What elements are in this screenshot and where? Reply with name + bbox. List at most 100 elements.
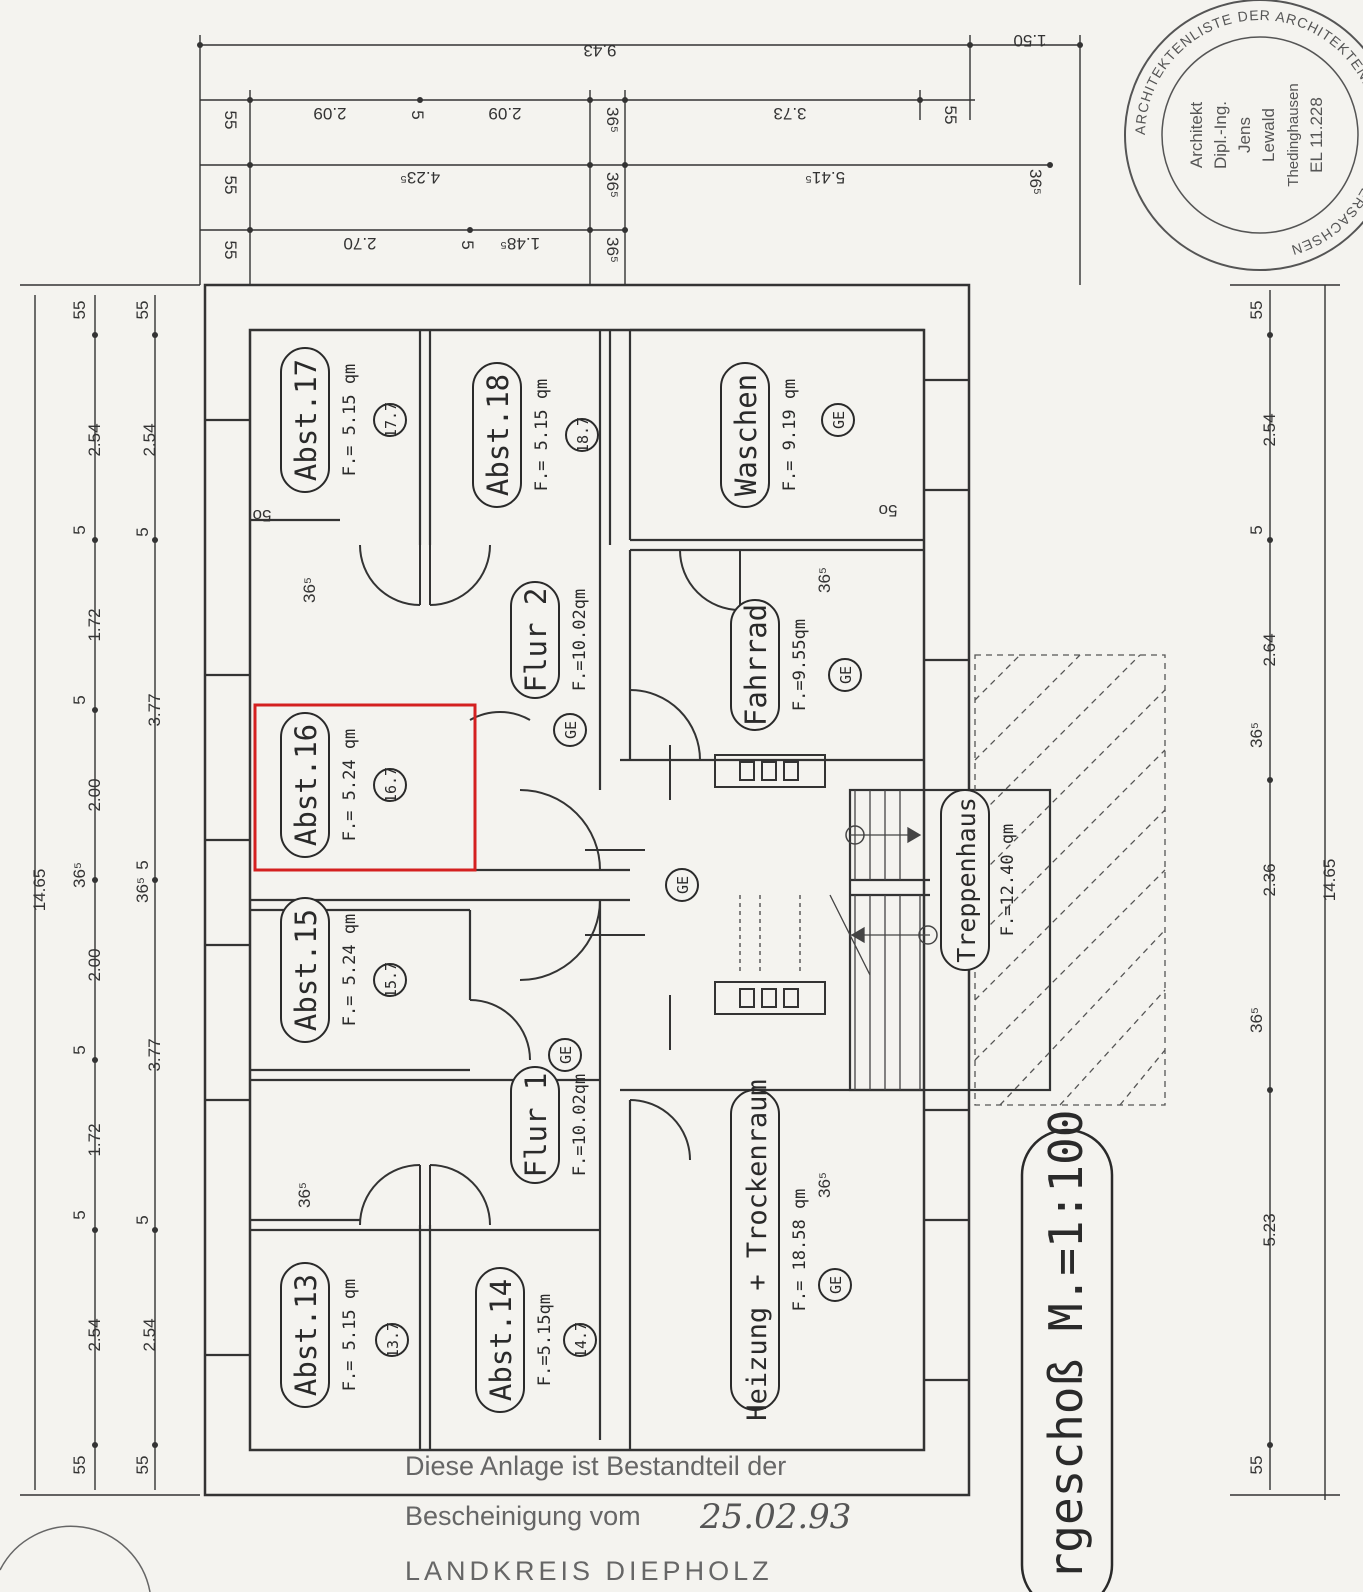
svg-text:36⁵: 36⁵ [1247,1007,1266,1033]
note-line1: Diese Anlage ist Bestandteil der [405,1451,786,1481]
svg-text:5: 5 [70,695,89,704]
svg-text:36⁵: 36⁵ [603,107,622,133]
svg-text:3.77: 3.77 [145,1038,164,1071]
note-date: 25.02.93 [699,1497,851,1537]
room-code-waschen: GE [821,403,855,437]
room-name: Abst.16 [289,724,323,846]
approval-note: Diese Anlage ist Bestandteil der Beschei… [405,1451,851,1586]
room-code: 17.7 [382,402,400,438]
svg-text:36⁵: 36⁵ [1026,169,1045,195]
svg-text:2.64: 2.64 [1260,633,1279,666]
room-name: Heizung + Trockenraum [742,1079,773,1420]
room-code-heizung: GE [818,1268,852,1302]
svg-text:5o: 5o [879,501,898,520]
room-code-abst13: 13.7 [375,1322,409,1358]
room-heizung: Heizung + Trockenraum F.= 18.58 qm [730,1079,810,1421]
svg-text:Jens: Jens [1235,117,1254,153]
room-area: F.= 5.15 qm [532,379,552,492]
svg-text:1.48⁵: 1.48⁵ [500,234,540,253]
stair-marker-icon [845,825,865,845]
room-name: Abst.14 [484,1279,518,1401]
svg-text:55: 55 [1247,1456,1266,1475]
room-code-abst18: 18.7 [565,417,599,453]
svg-text:2.09: 2.09 [313,104,346,123]
center-code: GE [665,868,699,902]
room-code-flur2: GE [553,713,587,747]
room-area: F.=10.02qm [570,589,590,691]
svg-text:1.72: 1.72 [85,1123,104,1156]
right-dimensions: 14.65 55 2.54 5 2.64 36⁵ 2.36 36⁵ 5.23 5… [1247,301,1339,1475]
room-code: 18.7 [574,417,592,453]
svg-text:GE: GE [674,876,692,894]
room-area: F.= 5.24 qm [340,729,360,842]
room-code: GE [562,721,580,739]
svg-text:1.72: 1.72 [85,608,104,641]
room-abst14: Abst.14 F.=5.15qm [475,1267,555,1413]
svg-text:5: 5 [133,1215,152,1224]
svg-text:36⁵: 36⁵ [603,172,622,198]
room-code: 16.7 [382,767,400,803]
svg-text:5: 5 [70,525,89,534]
svg-text:2.54: 2.54 [140,1318,159,1351]
svg-text:36⁵: 36⁵ [70,862,89,888]
room-name: Abst.13 [289,1274,323,1396]
svg-text:Lewald: Lewald [1259,108,1278,162]
svg-text:14.65: 14.65 [1320,859,1339,902]
room-name: Treppenhaus [952,797,981,963]
room-code: GE [827,1276,845,1294]
svg-text:Architekt: Architekt [1187,102,1206,168]
svg-text:9.43: 9.43 [583,41,616,60]
svg-text:EL 11.228: EL 11.228 [1307,97,1326,173]
room-flur2: Flur 2 F.=10.02qm [510,581,590,699]
room-treppenhaus: Treppenhaus F.=12.40 qm [940,789,1018,971]
room-area: F.= 5.24 qm [340,914,360,1027]
svg-text:5: 5 [133,527,152,536]
room-code: GE [837,666,855,684]
room-code-fahrrad: GE [828,658,862,692]
svg-text:5: 5 [133,860,152,869]
top-dimensions: 9.43 1.50 55 2.09 5 2.09 36⁵ 3.73 55 55 … [221,31,1047,263]
svg-text:36⁵: 36⁵ [295,1182,314,1208]
svg-text:55: 55 [221,241,240,260]
room-area: F.= 9.19 qm [780,379,800,492]
room-code: 14.7 [572,1322,590,1358]
room-code: 15.7 [382,962,400,998]
room-name: Flur 2 [519,588,553,693]
room-code-abst17: 17.7 [373,402,407,438]
svg-text:5: 5 [70,1210,89,1219]
svg-text:36⁵: 36⁵ [603,237,622,263]
svg-text:55: 55 [70,301,89,320]
room-name: Abst.18 [481,374,515,496]
room-area: F.= 18.58 qm [790,1189,810,1312]
svg-text:2.54: 2.54 [140,423,159,456]
svg-text:3.73: 3.73 [773,104,806,123]
highlight-abst16 [253,703,477,872]
svg-text:2.54: 2.54 [85,423,104,456]
room-code-abst16: 16.7 [373,767,407,803]
room-waschen: Waschen F.= 9.19 qm [720,362,800,508]
room-area: F.=10.02qm [570,1074,590,1176]
svg-text:Dipl.-Ing.: Dipl.-Ing. [1211,101,1230,169]
svg-text:5: 5 [408,110,427,119]
svg-text:5: 5 [458,240,477,249]
room-area: F.=12.40 qm [998,824,1018,937]
note-line2: Bescheinigung vom [405,1501,641,1531]
room-name: Abst.17 [289,359,323,481]
left-dimensions: 14.65 55 2.54 5 1.72 5 2.00 36⁵ 2.00 5 1… [30,301,164,1475]
room-abst17: Abst.17 F.= 5.15 qm [280,347,360,493]
room-code-abst14: 14.7 [563,1322,597,1358]
svg-text:2.70: 2.70 [343,234,376,253]
svg-text:55: 55 [941,106,960,125]
svg-text:36⁵: 36⁵ [815,567,834,593]
partial-stamp-bottom-left [0,1525,151,1592]
svg-text:36⁵: 36⁵ [1247,722,1266,748]
room-name: Fahrrad [739,604,773,726]
door-swings [359,544,741,1226]
svg-text:2.09: 2.09 [488,104,521,123]
dimension-ticks [92,42,1273,1448]
stair-treads [739,790,930,1090]
room-fahrrad: Fahrrad F.=9.55qm [730,599,810,731]
room-name: Waschen [729,374,763,496]
room-name: Flur 1 [519,1073,553,1178]
